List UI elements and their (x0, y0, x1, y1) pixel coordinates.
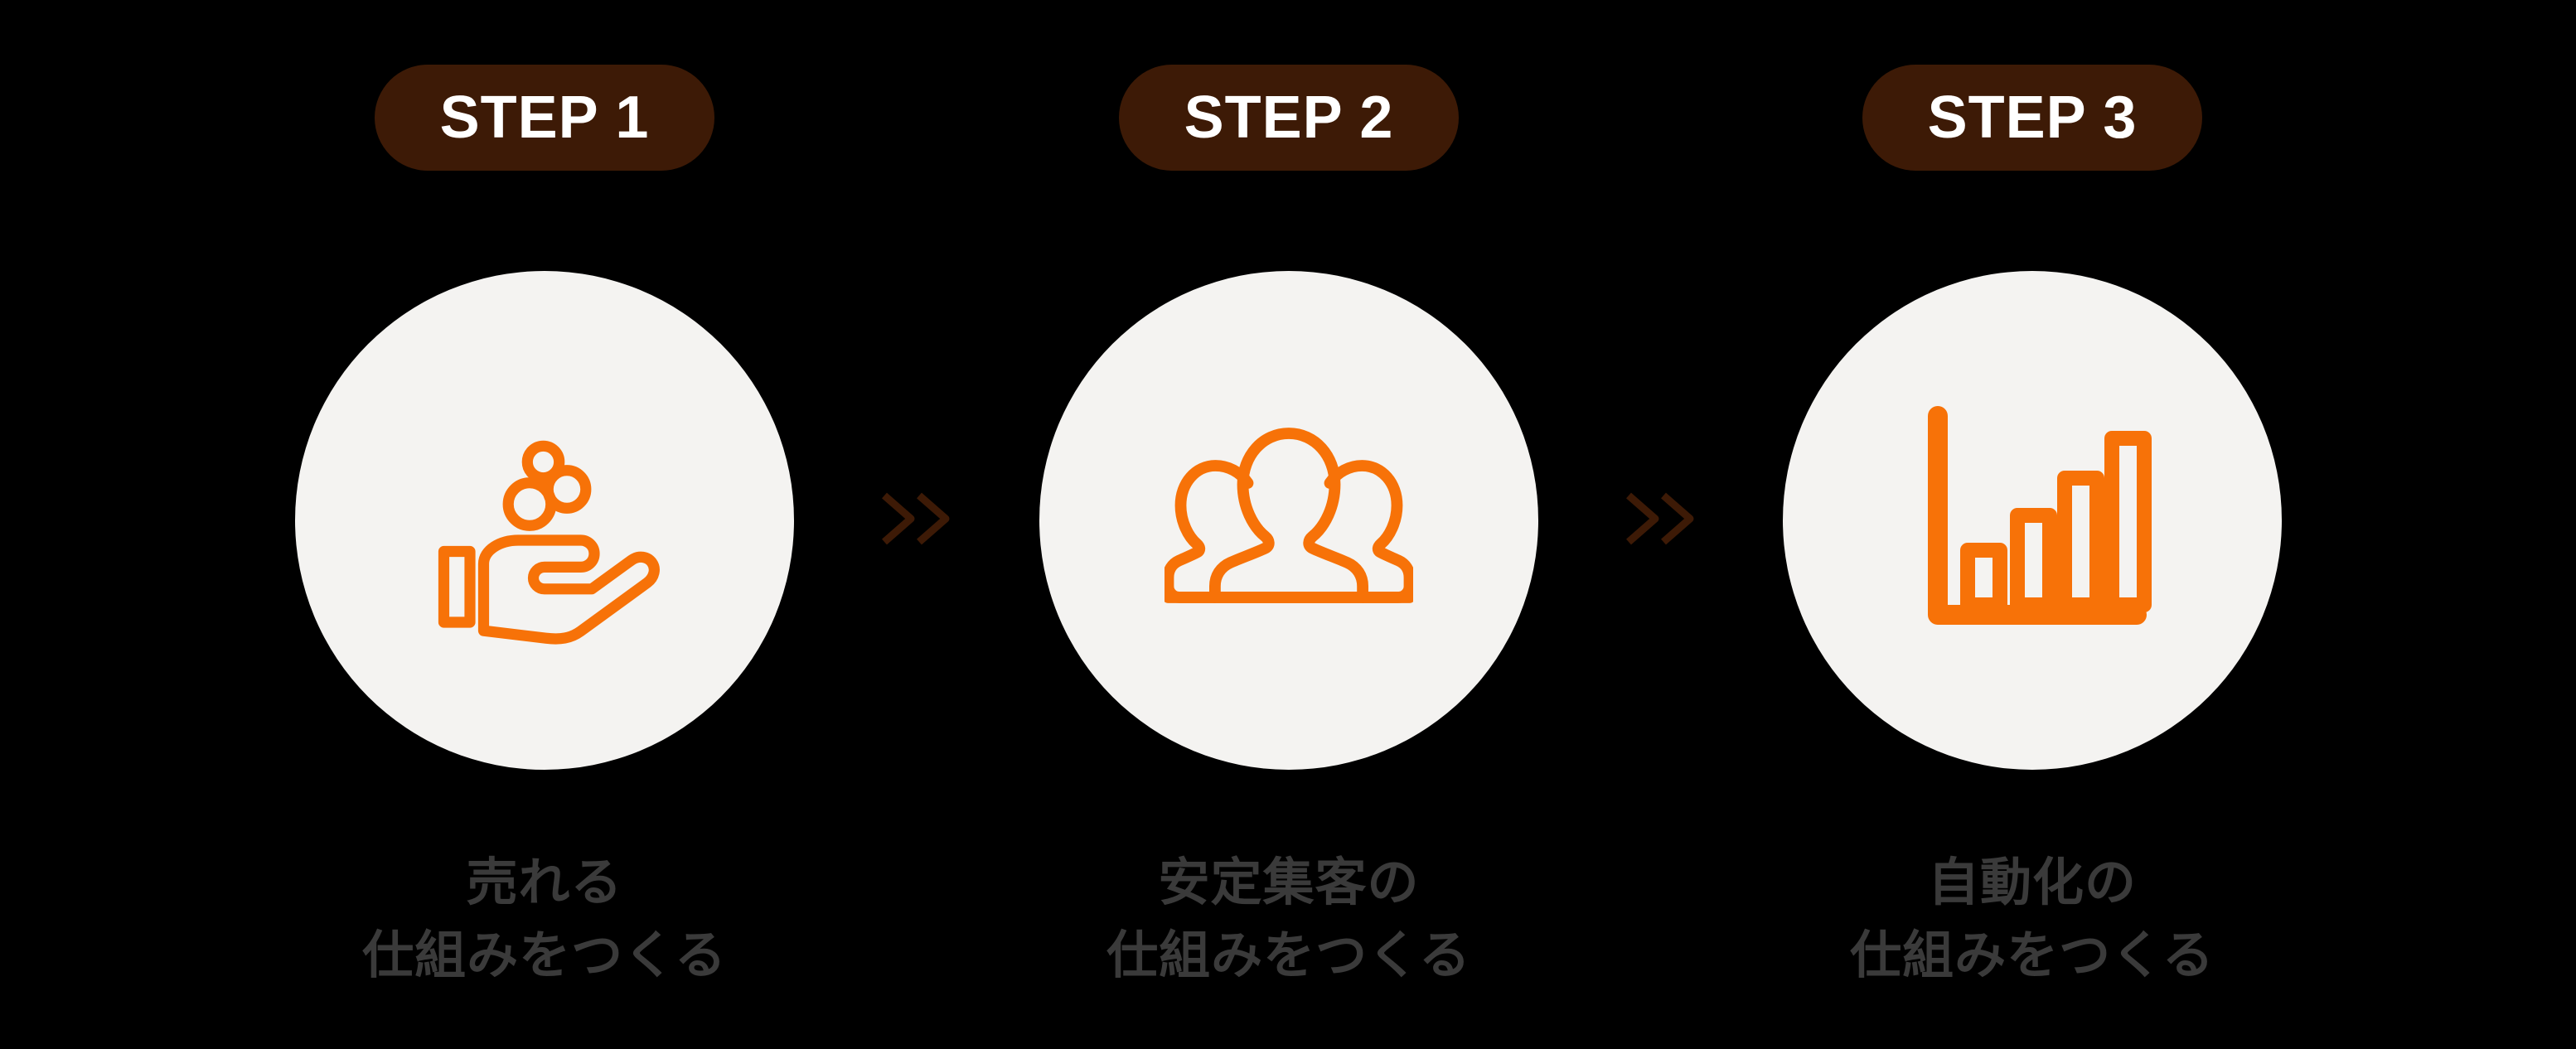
step-3-badge: STEP 3 (1862, 65, 2202, 171)
step-2-badge: STEP 2 (1119, 65, 1459, 171)
step-1-badge: STEP 1 (375, 65, 714, 171)
step-1-caption-line-1: 売れる (466, 854, 623, 911)
step-1-badge-label: STEP 1 (439, 85, 650, 151)
step-3-badge-label: STEP 3 (1927, 85, 2138, 151)
step-3-caption-line-2: 仕組みをつくる (1850, 927, 2215, 985)
double-chevron-right-icon-2 (1622, 489, 1702, 549)
step-2-badge-label: STEP 2 (1184, 85, 1394, 151)
double-chevron-right-icon-1 (878, 489, 957, 549)
step-2-icon-circle (1039, 271, 1538, 770)
step-1-caption: 売れる 仕組みをつくる (172, 847, 918, 993)
step-item-2: STEP 2 安定集客の 仕組みをつくる (916, 0, 1662, 1049)
step-item-3: STEP 3 自動化の 仕組みをつくる (1659, 0, 2405, 1049)
step-2-caption: 安定集客の 仕組みをつくる (916, 847, 1662, 993)
step-3-caption-line-1: 自動化の (1927, 854, 2137, 911)
step-1-caption-line-2: 仕組みをつくる (362, 927, 727, 985)
hand-with-coins-icon (420, 396, 669, 645)
step-2-caption-line-1: 安定集客の (1158, 854, 1420, 911)
step-3-icon-circle (1783, 271, 2282, 770)
step-item-1: STEP 1 売れる 仕組みをつくる (172, 0, 918, 1049)
step-3-caption: 自動化の 仕組みをつくる (1659, 847, 2405, 993)
step-1-icon-circle (295, 271, 794, 770)
bar-chart-growth-icon (1908, 396, 2157, 645)
step-2-caption-line-2: 仕組みをつくる (1106, 927, 1471, 985)
group-of-people-icon (1165, 396, 1413, 645)
